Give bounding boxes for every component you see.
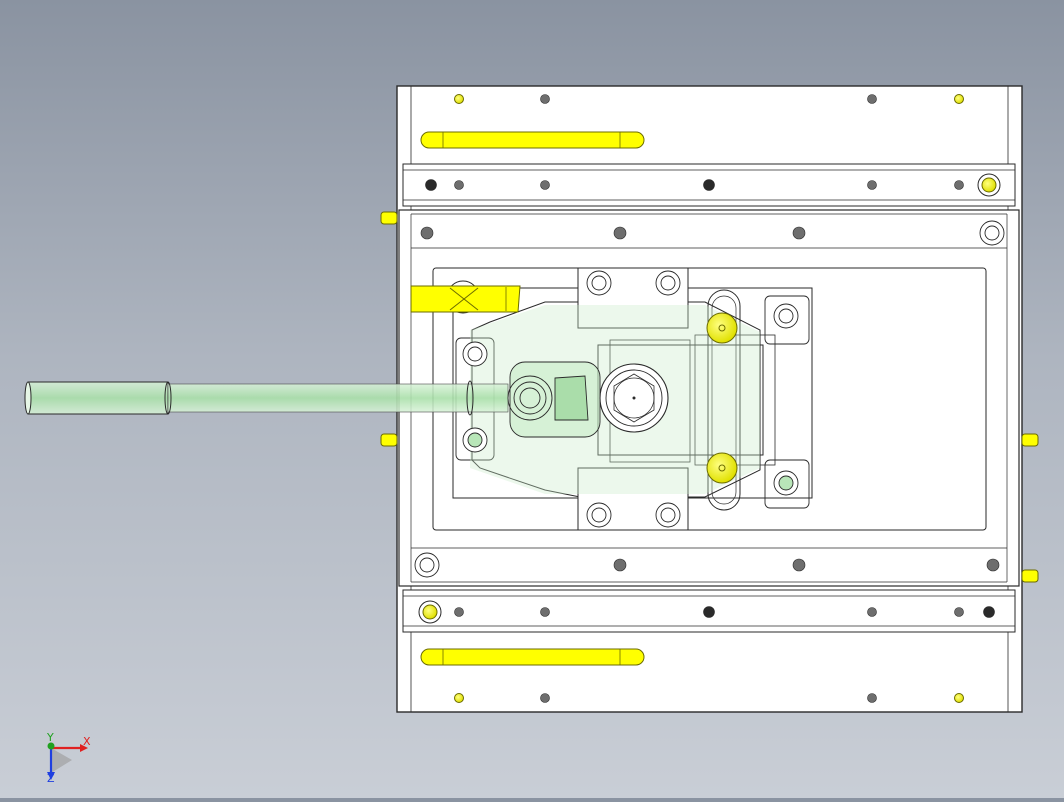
z-axis-label: Z — [47, 772, 55, 785]
top-handle[interactable] — [420, 131, 645, 149]
y-axis-label: Y — [46, 731, 54, 744]
y-axis-dot — [47, 742, 55, 750]
screws — [414, 220, 1005, 578]
side-stubs — [380, 211, 1039, 583]
axis-triad: X Y Z — [46, 731, 91, 785]
mounting-holes — [420, 94, 1000, 703]
bushing — [507, 375, 553, 421]
toggle-clamp[interactable] — [410, 285, 521, 313]
ejector-rod[interactable] — [24, 380, 509, 416]
locating-pins — [418, 94, 1001, 703]
top-rail[interactable] — [402, 163, 1016, 207]
bottom-handle[interactable] — [420, 648, 645, 666]
central-nozzle[interactable] — [599, 363, 669, 433]
x-axis-label: X — [83, 735, 91, 748]
